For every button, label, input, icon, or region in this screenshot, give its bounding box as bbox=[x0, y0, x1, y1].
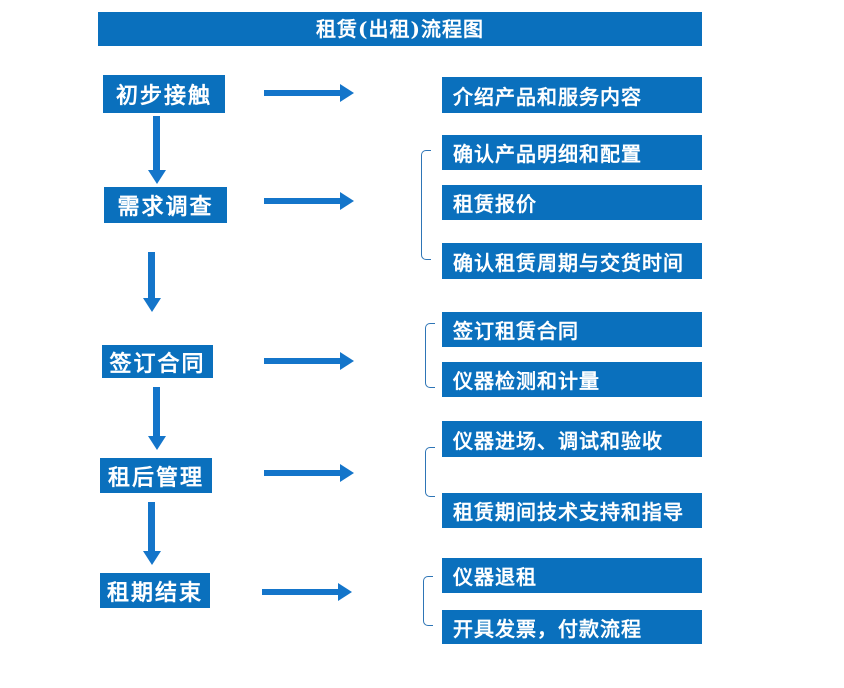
right-arrow-icon bbox=[264, 358, 340, 364]
step-box-lease-end: 租期结束 bbox=[100, 573, 210, 608]
down-arrow-icon bbox=[153, 387, 160, 436]
page-title: 租赁(出租)流程图 bbox=[98, 12, 702, 46]
step-box-sign-contract: 签订合同 bbox=[102, 345, 213, 378]
right-arrow-icon bbox=[264, 470, 340, 476]
detail-box-sign-rental-contract: 签订租赁合同 bbox=[442, 312, 702, 347]
step-box-initial-contact: 初步接触 bbox=[103, 75, 225, 113]
detail-box-rental-quote: 租赁报价 bbox=[442, 185, 702, 220]
step-box-post-rental-management: 租后管理 bbox=[100, 458, 212, 493]
right-arrow-icon bbox=[262, 589, 338, 595]
detail-box-technical-support: 租赁期间技术支持和指导 bbox=[442, 493, 702, 528]
group-bracket bbox=[425, 323, 435, 388]
detail-box-instrument-inspection: 仪器检测和计量 bbox=[442, 362, 702, 397]
down-arrow-icon bbox=[153, 116, 160, 170]
down-arrow-icon bbox=[148, 502, 155, 551]
detail-box-instrument-return: 仪器退租 bbox=[442, 558, 702, 593]
group-bracket bbox=[423, 576, 433, 626]
detail-box-instrument-setup-acceptance: 仪器进场、调试和验收 bbox=[442, 421, 702, 457]
group-bracket bbox=[421, 150, 431, 260]
detail-box-confirm-period-delivery: 确认租赁周期与交货时间 bbox=[442, 243, 702, 279]
down-arrow-icon bbox=[148, 252, 155, 298]
detail-box-confirm-product-config: 确认产品明细和配置 bbox=[442, 135, 702, 170]
right-arrow-icon bbox=[264, 90, 340, 96]
detail-box-invoice-payment: 开具发票，付款流程 bbox=[442, 610, 702, 644]
right-arrow-icon bbox=[264, 198, 340, 204]
step-box-needs-survey: 需求调查 bbox=[104, 187, 227, 223]
group-bracket bbox=[425, 447, 435, 497]
detail-box-introduce-products: 介绍产品和服务内容 bbox=[442, 77, 702, 113]
